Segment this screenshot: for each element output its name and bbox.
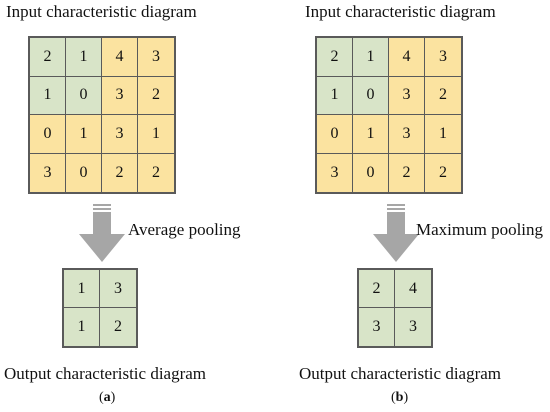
grid-cell: 2 <box>138 76 174 115</box>
grid-cell: 2 <box>102 153 138 192</box>
subfigure-label-letter: b <box>395 390 404 405</box>
grid-cell: 3 <box>389 115 425 154</box>
grid-cell: 3 <box>102 115 138 154</box>
subfigure-label-letter: a <box>103 390 111 405</box>
grid-cell: 3 <box>395 308 431 346</box>
grid-cell: 3 <box>359 308 395 346</box>
grid-cell: 3 <box>389 76 425 115</box>
grid-cell: 3 <box>30 153 66 192</box>
grid-cell: 2 <box>425 153 461 192</box>
grid-cell: 1 <box>64 270 100 308</box>
grid-cell: 0 <box>66 153 102 192</box>
grid-cell: 2 <box>389 153 425 192</box>
grid-cell: 1 <box>64 308 100 346</box>
operation-label: Average pooling <box>128 220 241 239</box>
grid-cell: 0 <box>353 153 389 192</box>
subfigure-label: (a) <box>99 390 115 406</box>
grid-cell: 3 <box>317 153 353 192</box>
grid-cell: 4 <box>395 270 431 308</box>
grid-cell: 4 <box>102 38 138 77</box>
grid-cell: 4 <box>389 38 425 77</box>
input-diagram-title: Input characteristic diagram <box>6 2 197 21</box>
grid-cell: 2 <box>100 308 136 346</box>
grid-cell: 1 <box>138 115 174 154</box>
grid-cell: 2 <box>359 270 395 308</box>
output-diagram-title: Output characteristic diagram <box>4 364 207 383</box>
grid-cell: 3 <box>100 270 136 308</box>
down-arrow-icon <box>79 204 125 262</box>
grid-cell: 1 <box>30 76 66 115</box>
subfigure-label-close: ) <box>403 390 409 405</box>
subfigure-label-open: ( <box>99 390 104 405</box>
grid-cell: 2 <box>30 38 66 77</box>
operation-label: Maximum pooling <box>416 220 544 239</box>
grid-cell: 1 <box>66 38 102 77</box>
subfigure-label-open: ( <box>391 390 396 405</box>
input-diagram-title: Input characteristic diagram <box>305 2 496 21</box>
subfigure-label: (b) <box>391 390 408 406</box>
grid-cell: 0 <box>30 115 66 154</box>
grid-cell: 1 <box>317 76 353 115</box>
grid-cell: 2 <box>317 38 353 77</box>
grid-cell: 2 <box>425 76 461 115</box>
subfigure-label-close: ) <box>110 390 116 405</box>
grid-cell: 1 <box>66 115 102 154</box>
grid-cell: 1 <box>353 115 389 154</box>
grid-cell: 2 <box>138 153 174 192</box>
grid-cell: 3 <box>102 76 138 115</box>
output-diagram-title: Output characteristic diagram <box>299 364 502 383</box>
grid-cell: 0 <box>317 115 353 154</box>
grid-cell: 0 <box>66 76 102 115</box>
grid-cell: 1 <box>425 115 461 154</box>
grid-cell: 1 <box>353 38 389 77</box>
grid-cell: 3 <box>425 38 461 77</box>
grid-cell: 3 <box>138 38 174 77</box>
down-arrow-icon <box>373 204 419 262</box>
grid-cell: 0 <box>353 76 389 115</box>
